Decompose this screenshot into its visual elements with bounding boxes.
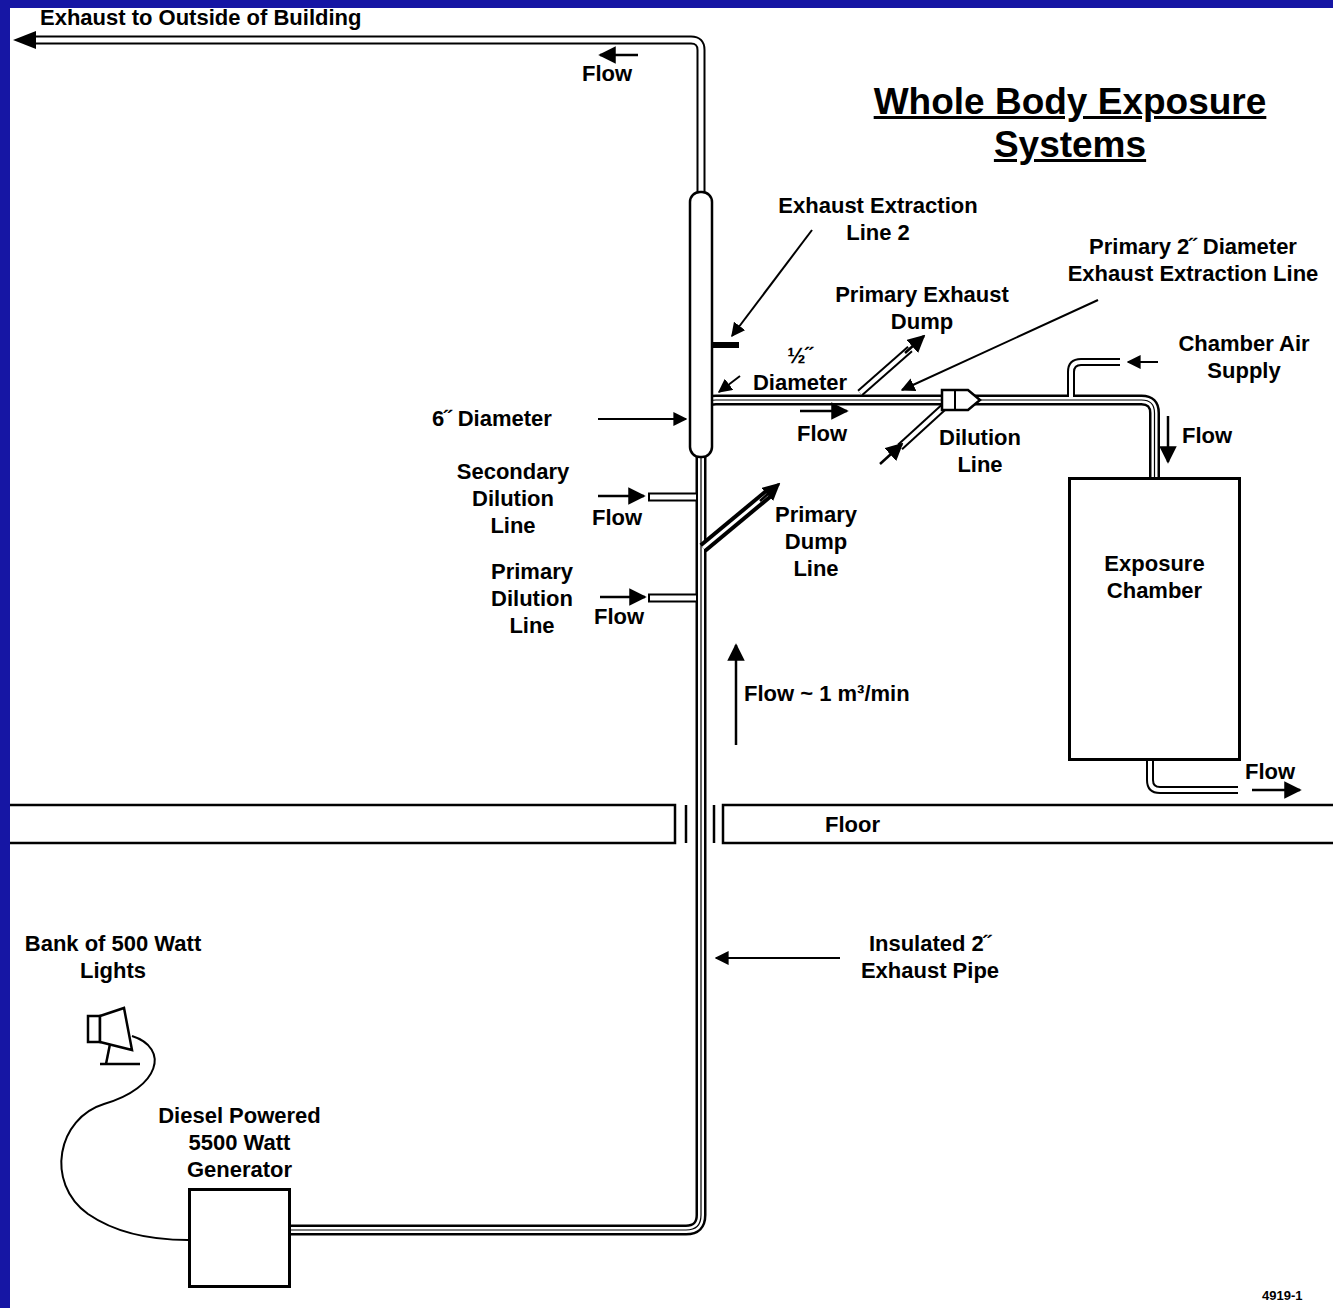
part-label: Insulated 2˝ Exhaust Pipe <box>843 930 1018 984</box>
flow-arrow <box>1167 416 1170 462</box>
flow-arrow <box>600 54 638 57</box>
arrow <box>905 336 924 353</box>
floor-sleeve <box>713 805 716 843</box>
chamber-air-supply <box>1071 362 1120 398</box>
chamber-outlet <box>1150 757 1238 790</box>
part-label: 6˝ Diameter <box>432 405 552 432</box>
part-label: Flow <box>594 603 644 630</box>
node-heading: Diesel Powered 5500 Watt Generator <box>137 1102 342 1183</box>
part-label: Chamber Air Supply <box>1159 330 1329 384</box>
leader-arrow <box>716 957 840 959</box>
tube-body <box>690 192 712 457</box>
floor-left <box>10 805 675 843</box>
part-label: Primary Exhaust Dump <box>811 281 1033 335</box>
part-label: Exhaust Extraction Line 2 <box>753 192 1003 246</box>
y-junction-seam <box>954 390 956 410</box>
floor-sleeve <box>685 805 688 843</box>
part-label: Flow ~ 1 m³/min <box>744 680 910 707</box>
part-label: Flow <box>797 420 847 447</box>
pipe-bore <box>32 40 701 200</box>
pipe-wall <box>703 494 768 548</box>
exposure-chamber: Exposure Chamber <box>1068 477 1241 761</box>
diagram-title: Whole Body Exposure Systems <box>860 80 1280 166</box>
pipe-wall <box>32 40 701 200</box>
part-label: Exhaust to Outside of Building <box>40 4 361 31</box>
pipe-bore <box>860 349 910 393</box>
arrowhead <box>13 31 36 49</box>
flow-arrow <box>735 645 738 745</box>
leader-arrow <box>719 376 740 392</box>
exhaust-outlet-pipe <box>13 31 701 200</box>
part-label: Flow <box>1245 758 1295 785</box>
part-label: Primary Dilution Line <box>482 558 582 639</box>
part-label: Dilution Line <box>920 424 1040 478</box>
floor-slab <box>10 805 1333 843</box>
arrow <box>760 484 779 501</box>
dilution-stubs <box>648 497 696 598</box>
leader-arrow <box>1128 361 1158 363</box>
arrow <box>880 444 902 464</box>
flow-arrow <box>800 410 847 413</box>
part-label: ½˝ Diameter <box>745 342 855 396</box>
flow-arrow <box>1252 789 1300 792</box>
pipe-bore <box>1150 757 1238 790</box>
leader-arrow <box>732 230 812 336</box>
part-label: Bank of 500 Watt Lights <box>13 930 213 984</box>
pipe-wall <box>1071 362 1120 396</box>
power-cord <box>61 1036 188 1240</box>
primary-dump-line <box>703 484 779 548</box>
flow-arrow <box>598 495 644 498</box>
flow-arrows <box>598 55 1300 790</box>
lamp-stand <box>106 1044 110 1064</box>
extraction-line-2-port <box>712 342 739 348</box>
pipe-wall <box>1150 759 1238 790</box>
node-label: Exposure Chamber <box>1071 550 1238 604</box>
part-label: Primary 2˝ Diameter Exhaust Extraction L… <box>1060 233 1326 287</box>
flow-arrow <box>600 596 645 599</box>
pipe-wall <box>648 497 696 598</box>
part-label: Flow <box>1182 422 1232 449</box>
part-label: Primary Dump Line <box>766 501 866 582</box>
part-label: Flow <box>582 60 632 87</box>
pipe-bore <box>703 494 768 548</box>
part-label: Secondary Dilution Line <box>453 458 573 539</box>
pipe-bore <box>1071 362 1120 398</box>
lamp-base <box>100 1063 140 1066</box>
leader-arrow <box>598 418 686 420</box>
lamp-head <box>100 1008 132 1050</box>
pipe-bore <box>650 497 696 598</box>
y-junction <box>942 390 980 410</box>
lamp-back <box>88 1016 100 1042</box>
floor-right <box>723 805 1333 843</box>
part-label: Flow <box>592 504 642 531</box>
six-inch-tube <box>690 192 739 457</box>
part-label: Floor <box>825 811 880 838</box>
figure-number: 4919-1 <box>1262 1287 1302 1304</box>
pipe-wall <box>860 349 910 393</box>
generator-box: Diesel Powered 5500 Watt Generator <box>188 1188 291 1288</box>
